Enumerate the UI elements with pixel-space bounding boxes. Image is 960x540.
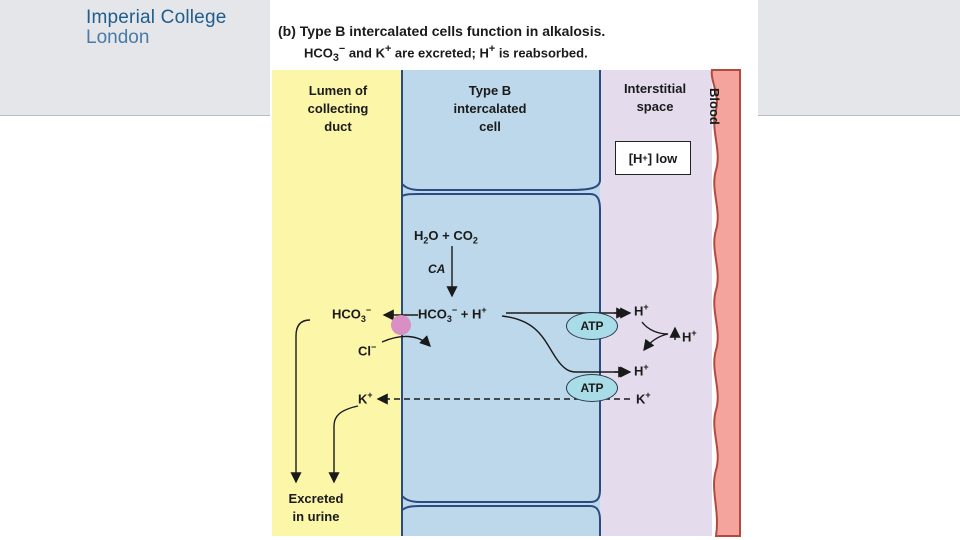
cl-hco3-exchanger	[391, 315, 411, 335]
lumen-label: Lumen of collecting duct	[284, 82, 392, 136]
k-interstitial-label: K+	[636, 390, 651, 406]
cell-label: Type B intercalated cell	[430, 82, 550, 136]
hco3-lumen-label: HCO3−	[332, 305, 371, 324]
excreted-in-urine-label: Excreted in urine	[274, 490, 358, 526]
lumen-region	[272, 70, 402, 536]
h-low-box: [H+] low	[615, 141, 691, 175]
k-lumen-label: K+	[358, 390, 373, 406]
figure-title: (b) Type B intercalated cells function i…	[278, 23, 605, 39]
alkalosis-figure: (b) Type B intercalated cells function i…	[270, 0, 758, 540]
blood-label: Blood	[707, 88, 722, 125]
institution-logo: Imperial College London	[86, 8, 227, 48]
interstitial-region	[600, 70, 712, 536]
h-top-label: H+	[634, 302, 649, 318]
atp-pump-h-k: ATP	[566, 374, 618, 402]
h-to-blood-label: H+	[682, 328, 697, 344]
cell-region	[402, 70, 600, 536]
carbonic-anhydrase-label: CA	[428, 262, 445, 276]
blood-region	[712, 70, 740, 536]
logo-line-2: London	[86, 28, 227, 48]
figure-subtitle: HCO3− and K+ are excreted; H+ is reabsor…	[304, 43, 588, 64]
interstitial-label: Interstitial space	[604, 80, 706, 116]
hco3-h-cell-label: HCO3− + H+	[418, 305, 487, 324]
h2o-co2-label: H2O + CO2	[414, 228, 478, 246]
chloride-label: Cl−	[358, 342, 376, 358]
logo-line-1: Imperial College	[86, 8, 227, 28]
h-mid-label: H+	[634, 362, 649, 378]
atp-pump-h: ATP	[566, 312, 618, 340]
